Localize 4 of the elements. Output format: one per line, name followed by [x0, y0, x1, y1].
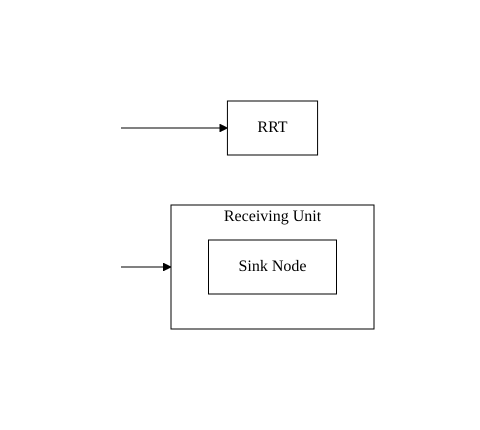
node-box: Sink Node [208, 240, 336, 294]
node-box: RRT [226, 100, 318, 156]
arrow [120, 262, 171, 272]
arrow [120, 124, 228, 132]
